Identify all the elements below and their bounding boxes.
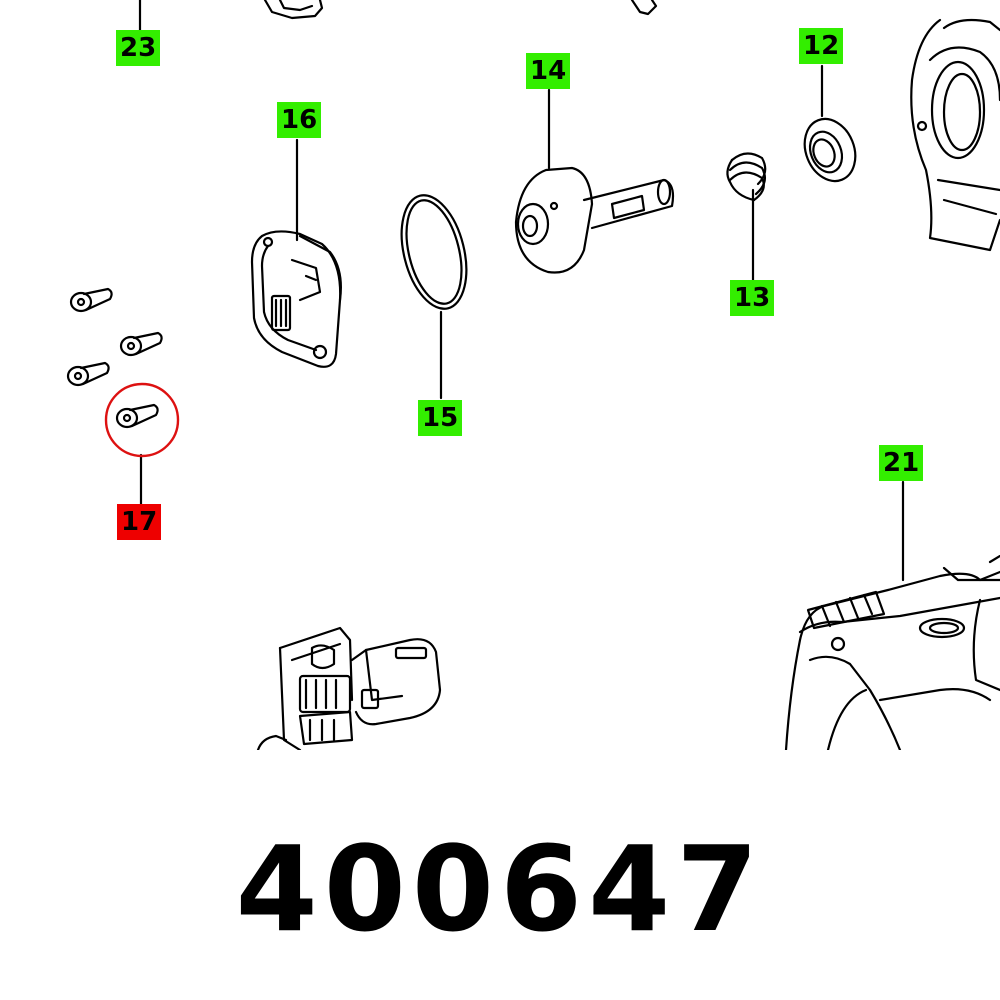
callout-23[interactable]: 23 [116,30,161,66]
callout-16[interactable]: 16 [277,102,322,138]
callout-label: 12 [803,31,840,61]
bearing-part-12 [803,117,857,183]
handle-housing-part-21 [784,554,1000,750]
callout-12[interactable]: 12 [799,28,844,64]
callout-15[interactable]: 15 [418,400,463,436]
leader-lines [138,0,905,582]
spring-part-13 [726,152,767,202]
callout-label: 15 [422,403,459,433]
part-number: 400647 [235,820,765,958]
callout-label: 16 [281,105,318,135]
top-fragment-right [630,0,658,16]
highlight-circle [104,382,180,458]
callout-label: 17 [121,507,158,537]
callout-21[interactable]: 21 [879,445,924,481]
callout-14[interactable]: 14 [526,53,571,89]
housing-top-right [910,18,1000,252]
end-cover-part-16 [250,230,342,368]
shaft-part-14 [514,166,675,274]
callout-17[interactable]: 17 [117,504,162,540]
switch-assembly [256,626,442,750]
callout-13[interactable]: 13 [730,280,775,316]
callout-label: 23 [120,33,157,63]
callout-label: 13 [734,283,771,313]
screw-part-17 [66,287,163,429]
callout-label: 21 [883,448,920,478]
callout-label: 14 [530,56,567,86]
top-fragment-left [263,0,324,20]
parts-drawing [66,0,1000,750]
o-ring-part-15 [400,194,468,310]
